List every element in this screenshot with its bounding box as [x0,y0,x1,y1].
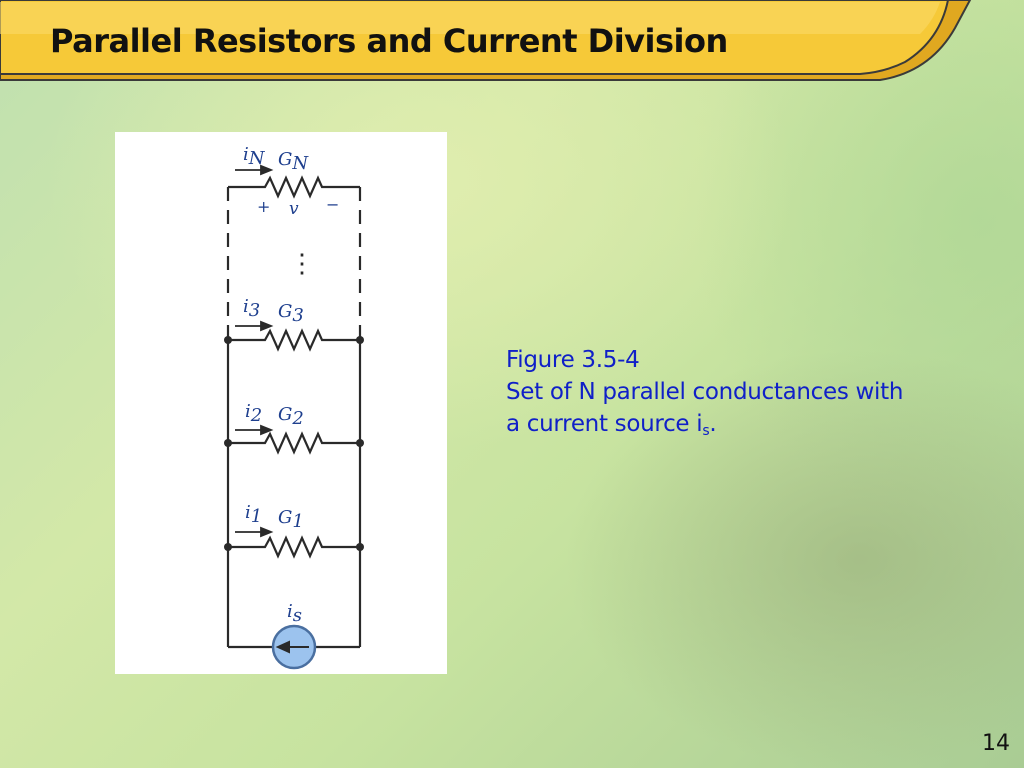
branch-2-current-label: i2 [245,401,262,426]
branch-n-conductance-label: GN [278,149,309,174]
branch-3-wire [228,328,360,352]
caption-line-1: Set of N parallel conductances with [506,379,904,405]
branch-n-current-label: iN [243,144,266,169]
branch-3-current-label: i3 [243,296,260,321]
page-number: 14 [982,731,1010,756]
title-banner: Parallel Resistors and Current Division [0,0,1024,90]
branch-1-current-label: i1 [245,502,262,527]
caption-line-2: a current source is. [506,408,976,440]
voltage-symbol: v [289,199,299,219]
source-arrow-icon [275,640,309,654]
branch-n-wire [228,175,360,199]
title-banner-shape [0,0,972,81]
node-dot [224,336,232,344]
caption-line-2-text: a current source i [506,411,703,437]
circuit-figure: iN GN + v − ⋮ i3 G3 i2 G2 i1 G1 is [115,132,447,674]
caption-period: . [709,411,717,437]
caption-subscript: s [702,423,710,439]
branch-2-conductance-label: G2 [278,404,304,429]
node-dot [224,543,232,551]
node-dot [224,439,232,447]
figure-caption: Figure 3.5-4 Set of N parallel conductan… [506,344,976,440]
branch-2-wire [228,431,360,455]
branch-1-conductance-label: G1 [278,507,304,532]
figure-label: Figure 3.5-4 [506,347,640,373]
branch-3-conductance-label: G3 [278,301,304,326]
node-dot [356,336,364,344]
ellipsis: ⋮ [289,249,315,279]
branch-1-wire [228,535,360,559]
voltage-minus-sign: − [326,195,339,214]
source-current-label: is [287,601,302,626]
voltage-plus-sign: + [257,197,270,216]
parallel-conductance-circuit: iN GN + v − ⋮ i3 G3 i2 G2 i1 G1 is [224,144,364,670]
node-dot [356,439,364,447]
node-dot [356,543,364,551]
slide-title: Parallel Resistors and Current Division [50,22,728,60]
